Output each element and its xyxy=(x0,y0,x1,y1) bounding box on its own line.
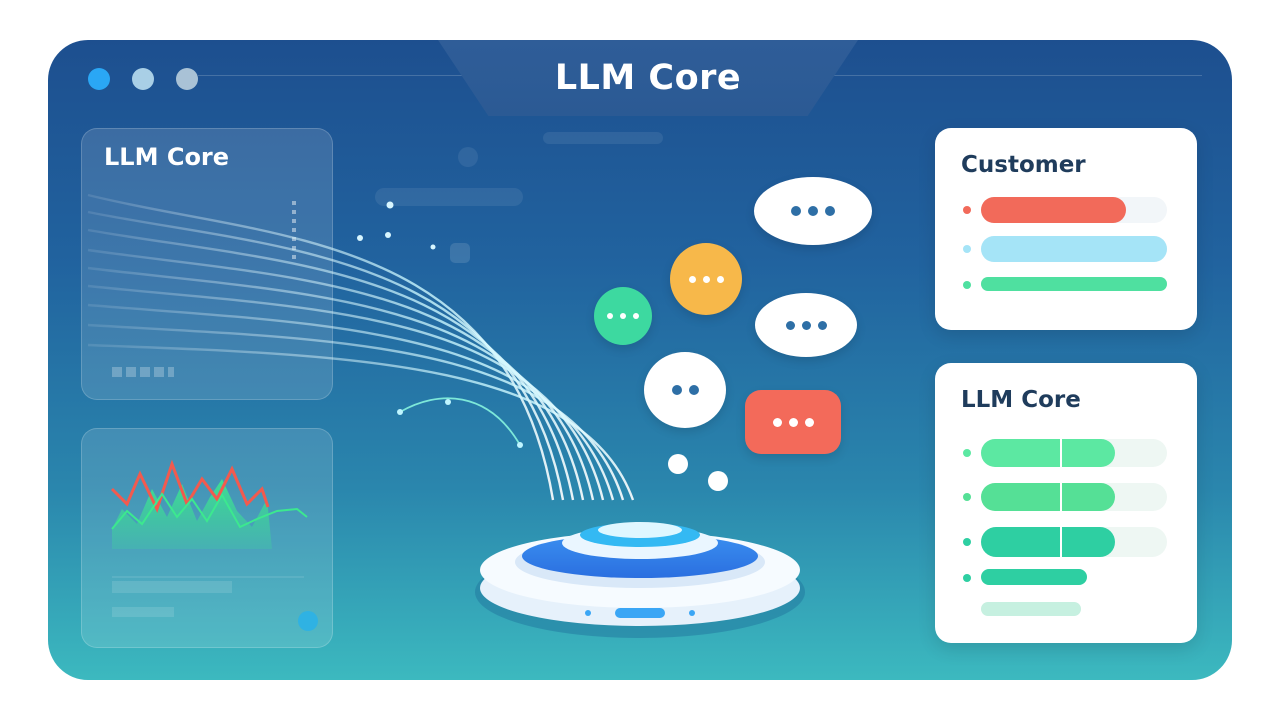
status-dot xyxy=(298,611,318,631)
flow-visual xyxy=(87,193,805,638)
chart-footer-ticks xyxy=(112,607,174,617)
customer-bar-3 xyxy=(981,277,1167,291)
core-bar-5 xyxy=(981,602,1081,616)
customer-bar-2 xyxy=(981,236,1167,262)
chat-bubble-icon xyxy=(594,287,652,345)
hub-device-icon xyxy=(475,522,805,638)
core-divider xyxy=(1060,439,1062,557)
left-panel-bottom xyxy=(81,428,333,648)
chat-bubble-icon xyxy=(745,390,841,454)
customer-card: Customer xyxy=(935,128,1197,330)
sparkline-red xyxy=(110,459,270,513)
chat-bubble-icon xyxy=(670,243,742,315)
core-bar-2 xyxy=(981,483,1115,511)
customer-card-title: Customer xyxy=(961,152,1086,178)
left-panel-footer-ticks xyxy=(112,367,174,377)
core-bar-4 xyxy=(981,569,1087,585)
chart-legend-ticks xyxy=(112,581,232,593)
small-arc xyxy=(397,397,523,448)
app-window: LLM Core LLM Core xyxy=(48,40,1232,680)
chat-bubble-icon xyxy=(754,177,872,245)
core-card: LLM Core xyxy=(935,363,1197,643)
header-placeholder xyxy=(543,132,663,144)
left-panel-title: LLM Core xyxy=(104,143,230,171)
particle-dots xyxy=(357,201,470,263)
typing-dot xyxy=(708,471,728,491)
window-dot-1[interactable] xyxy=(88,68,110,90)
core-bar-3 xyxy=(981,527,1115,557)
left-panel-ticks xyxy=(292,201,296,261)
customer-bar-1 xyxy=(981,197,1126,223)
header-placeholder-dot xyxy=(458,147,478,167)
sparkline-chart xyxy=(110,459,318,631)
sparkline-green xyxy=(111,492,308,530)
title-tab: LLM Core xyxy=(438,40,858,116)
window-title: LLM Core xyxy=(554,58,742,98)
header-placeholder-bar xyxy=(375,188,523,206)
core-bar-1 xyxy=(981,439,1115,467)
window-dot-3[interactable] xyxy=(176,68,198,90)
chat-bubble-icon xyxy=(755,293,857,357)
core-card-title: LLM Core xyxy=(961,387,1081,413)
data-stream-lines xyxy=(87,193,635,501)
chat-bubble-icon xyxy=(644,352,726,428)
window-dot-2[interactable] xyxy=(132,68,154,90)
typing-dot xyxy=(668,454,688,474)
